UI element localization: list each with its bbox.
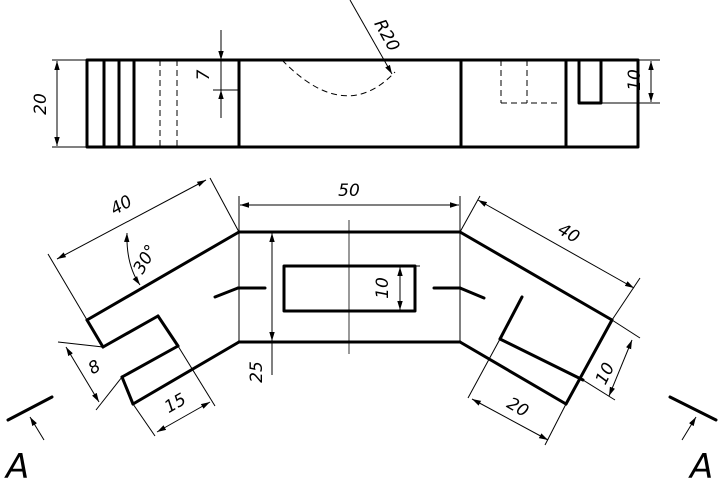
center-slot [282, 264, 417, 313]
dim-center-slot: 10 [373, 277, 393, 299]
front-view [85, 58, 640, 149]
section-marker-right: A [668, 395, 718, 487]
hidden-arc [281, 59, 396, 97]
dim-center-length: 50 [338, 181, 360, 201]
dim-top-height: 20 [31, 93, 51, 115]
dim-radius: R20 [370, 16, 404, 55]
plan-view [85, 220, 614, 406]
section-marker-left: A [4, 395, 54, 487]
dim-left-angle: 30° [129, 241, 161, 277]
dim-right-height: 10 [625, 69, 645, 91]
dim-slot-depth: 7 [194, 69, 214, 80]
section-label-right: A [688, 447, 713, 487]
dim-right-arm: 40 [554, 220, 583, 248]
dim-left-slot-length: 15 [161, 390, 190, 418]
dim-left-slot-width: 8 [85, 356, 105, 379]
dim-right-slot-length: 20 [503, 394, 532, 422]
section-label-left: A [4, 447, 29, 487]
dim-left-arm: 40 [107, 192, 136, 220]
right-slot [577, 58, 603, 105]
dim-center-width: 25 [247, 361, 267, 383]
dim-right-slot-width: 10 [592, 360, 619, 388]
